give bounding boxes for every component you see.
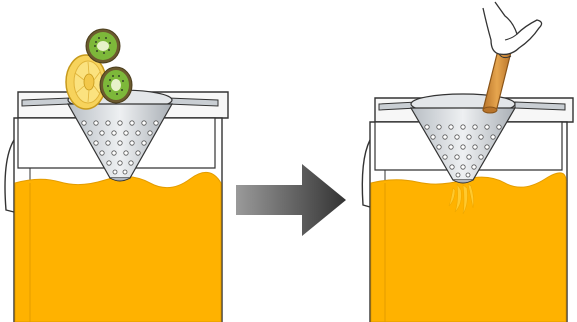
panel-after-drawing <box>355 0 577 322</box>
kiwi-slice <box>100 67 132 103</box>
juice <box>371 173 566 322</box>
panel-before-drawing <box>0 0 230 322</box>
panel-after <box>355 0 577 322</box>
panel-before <box>0 0 230 322</box>
hand <box>483 2 542 58</box>
arrow-right-icon <box>232 160 350 240</box>
kiwi-slice <box>86 29 120 63</box>
juice <box>15 172 221 322</box>
